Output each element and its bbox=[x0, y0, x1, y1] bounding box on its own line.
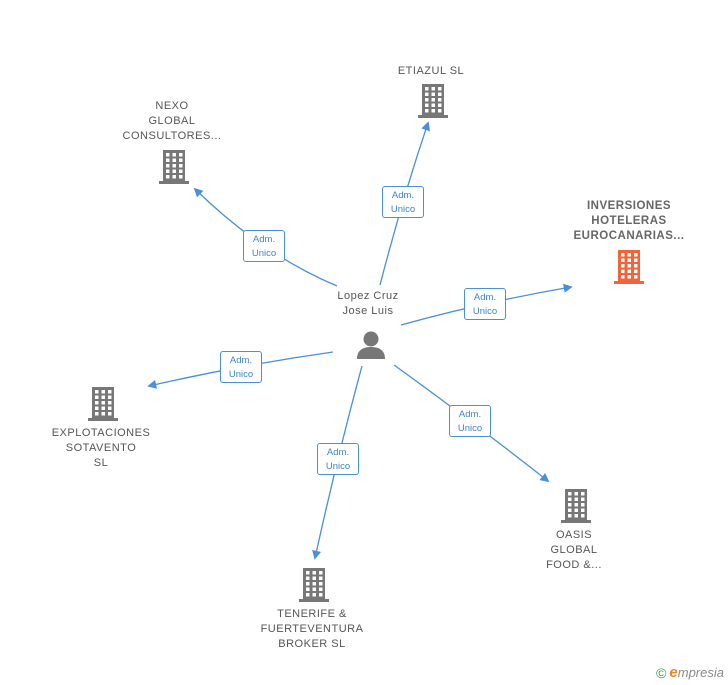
edge-label-nexo[interactable]: Adm. Unico bbox=[243, 230, 285, 262]
edge-label-etiazul[interactable]: Adm. Unico bbox=[382, 186, 424, 218]
edge-label-inversiones[interactable]: Adm. Unico bbox=[464, 288, 506, 320]
company-label-explotaciones[interactable]: EXPLOTACIONES SOTAVENTO SL bbox=[52, 426, 151, 471]
company-label-line: EUROCANARIAS... bbox=[573, 230, 685, 242]
company-label-line: BROKER SL bbox=[278, 638, 346, 650]
person-icon[interactable] bbox=[355, 330, 387, 360]
company-label-line: EXPLOTACIONES bbox=[51, 427, 151, 439]
edge-label-oasis[interactable]: Adm. Unico bbox=[449, 405, 491, 437]
person-name-label[interactable]: Lopez Cruz Jose Luis bbox=[337, 290, 399, 317]
edge-label-tenerife[interactable]: Adm. Unico bbox=[317, 443, 359, 475]
company-label-line: HOTELERAS bbox=[591, 215, 667, 227]
company-label-oasis[interactable]: OASIS GLOBAL FOOD &... bbox=[546, 528, 602, 573]
building-icon[interactable] bbox=[299, 568, 329, 602]
building-icon[interactable] bbox=[159, 150, 189, 184]
company-label-line: FUERTEVENTURA bbox=[260, 623, 364, 635]
building-icon[interactable] bbox=[614, 250, 644, 284]
edge-label-role: Adm. bbox=[458, 409, 482, 420]
edge-label-type: Unico bbox=[325, 461, 351, 472]
company-label-line: INVERSIONES bbox=[586, 200, 672, 212]
company-label-tenerife[interactable]: TENERIFE & FUERTEVENTURA BROKER SL bbox=[261, 607, 364, 652]
edge-label-type: Unico bbox=[251, 248, 277, 259]
company-label-nexo[interactable]: NEXO GLOBAL CONSULTORES... bbox=[123, 99, 222, 144]
company-label-line: OASIS bbox=[555, 529, 593, 541]
company-label-line: CONSULTORES... bbox=[122, 130, 222, 142]
edge-label-type: Unico bbox=[457, 423, 483, 434]
edge-label-type: Unico bbox=[228, 369, 254, 380]
copyright-symbol: © bbox=[656, 664, 667, 681]
edge-label-explotaciones[interactable]: Adm. Unico bbox=[220, 351, 262, 383]
company-label-etiazul[interactable]: ETIAZUL SL bbox=[398, 64, 464, 79]
company-label-line: GLOBAL bbox=[550, 544, 598, 556]
company-label-line: GLOBAL bbox=[148, 115, 196, 127]
edge-label-role: Adm. bbox=[229, 355, 253, 366]
edge-label-role: Adm. bbox=[473, 292, 497, 303]
edge-label-type: Unico bbox=[390, 204, 416, 215]
building-icon[interactable] bbox=[561, 489, 591, 523]
brand-logo-e: e bbox=[669, 664, 678, 681]
edge-label-type: Unico bbox=[472, 306, 498, 317]
brand-logo-text: mpresia bbox=[677, 665, 724, 680]
company-label-inversiones[interactable]: INVERSIONES HOTELERAS EUROCANARIAS... bbox=[573, 199, 684, 244]
company-label-line: NEXO bbox=[155, 100, 189, 112]
edge-label-role: Adm. bbox=[252, 234, 276, 245]
edge-label-role: Adm. bbox=[326, 447, 350, 458]
company-label-line: SL bbox=[93, 457, 109, 469]
building-icon[interactable] bbox=[418, 84, 448, 118]
company-label-line: SOTAVENTO bbox=[65, 442, 137, 454]
building-icon[interactable] bbox=[88, 387, 118, 421]
company-label-line: ETIAZUL SL bbox=[397, 65, 465, 77]
edge-label-role: Adm. bbox=[391, 190, 415, 201]
company-label-line: TENERIFE & bbox=[277, 608, 347, 620]
company-label-line: FOOD &... bbox=[546, 559, 602, 571]
